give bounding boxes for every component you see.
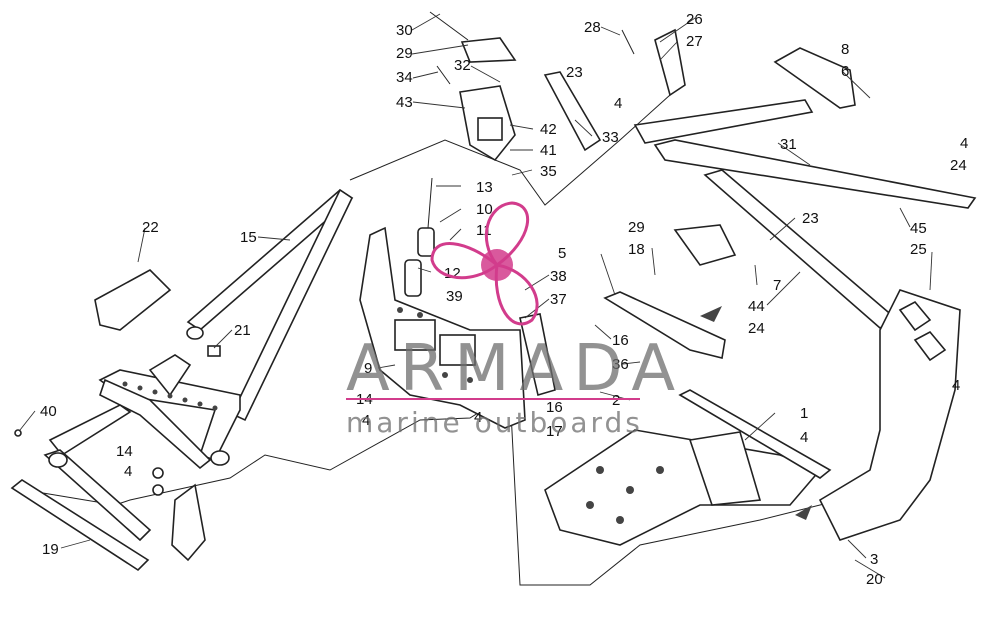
callout-40: 40 [40, 403, 57, 420]
nut-14a [152, 484, 164, 496]
rail-23 [703, 169, 897, 330]
callout-4f: 4 [960, 135, 968, 152]
watermark-brand: ARMADA [346, 332, 685, 406]
callout-2: 2 [612, 392, 620, 409]
callout-27: 27 [686, 33, 703, 50]
callout-44: 44 [748, 298, 765, 315]
callout-28: 28 [584, 19, 601, 36]
callout-25: 25 [910, 241, 927, 258]
callout-43: 43 [396, 94, 413, 111]
callout-4g: 4 [952, 377, 960, 394]
propeller-logo [430, 201, 539, 326]
callout-29: 29 [396, 45, 413, 62]
watermark: ARMADA marine outboards [346, 201, 685, 439]
callout-37: 37 [550, 291, 567, 308]
bracket-8 [773, 47, 856, 109]
callout-16: 16 [612, 332, 629, 349]
plate-29 [673, 224, 737, 266]
callout-41: 41 [540, 142, 557, 159]
bulkhead-plate [359, 226, 526, 429]
callout-23b: 23 [566, 64, 583, 81]
callout-21: 21 [234, 322, 251, 339]
callout-35: 35 [540, 163, 557, 180]
callout-38: 38 [550, 268, 567, 285]
callout-10: 10 [476, 201, 493, 218]
callout-32: 32 [454, 57, 471, 74]
callout-34: 34 [396, 69, 413, 86]
callout-16b: 16 [546, 399, 563, 416]
rail-31 [633, 99, 814, 144]
callout-17: 17 [546, 423, 563, 440]
callout-3: 3 [870, 551, 878, 568]
callout-24: 24 [748, 320, 765, 337]
bolt-40 [14, 429, 22, 437]
assembly-boundary-line [24, 392, 881, 586]
clip-21 [207, 345, 221, 357]
callout-6: 6 [841, 63, 849, 80]
shock-body-12 [404, 259, 422, 297]
callout-20: 20 [866, 571, 883, 588]
steering-mount [429, 11, 635, 162]
callout-4: 4 [800, 429, 808, 446]
shock-body-10 [417, 227, 435, 257]
callout-39: 39 [446, 288, 463, 305]
tube-19 [10, 479, 150, 572]
callout-labels: 1 2 3 4 4 4 4 4 4 4 5 6 7 8 9 10 11 12 1… [40, 11, 968, 588]
rail-45 [653, 139, 977, 209]
watermark-tagline: marine outboards [346, 406, 643, 439]
callout-7: 7 [773, 277, 781, 294]
bracket-22 [94, 269, 172, 331]
callout-45: 45 [910, 220, 927, 237]
front-a-frame [43, 188, 354, 562]
rear-frame [818, 289, 961, 541]
bracket-26-27 [654, 28, 686, 97]
callout-42: 42 [540, 121, 557, 138]
callout-4c: 4 [362, 412, 370, 429]
callout-4b: 4 [124, 463, 132, 480]
nut-4a [152, 467, 164, 479]
callout-19: 19 [42, 541, 59, 558]
callout-4d: 4 [474, 409, 482, 426]
arrow-lower [795, 505, 812, 520]
callout-30: 30 [396, 22, 413, 39]
arm-5 [603, 291, 726, 359]
callout-24b: 24 [950, 157, 967, 174]
callout-4e: 4 [614, 95, 622, 112]
callout-15: 15 [240, 229, 257, 246]
callout-26: 26 [686, 11, 703, 28]
chassis-tunnel [544, 389, 832, 546]
callout-33: 33 [602, 129, 619, 146]
callout-5: 5 [558, 245, 566, 262]
callout-14: 14 [116, 443, 133, 460]
callout-29b: 29 [628, 219, 645, 236]
arrow-upper [700, 306, 722, 322]
callout-36: 36 [612, 356, 629, 373]
callout-18: 18 [628, 241, 645, 258]
callout-8: 8 [841, 41, 849, 58]
assembly-boundary-line-upper [349, 94, 671, 206]
leader-lines [19, 13, 933, 579]
callout-31: 31 [780, 136, 797, 153]
callout-9: 9 [364, 360, 372, 377]
shock-rod-13 [427, 177, 433, 229]
callout-13: 13 [476, 179, 493, 196]
callout-22: 22 [142, 219, 159, 236]
callout-1: 1 [800, 405, 808, 422]
callout-23: 23 [802, 210, 819, 227]
